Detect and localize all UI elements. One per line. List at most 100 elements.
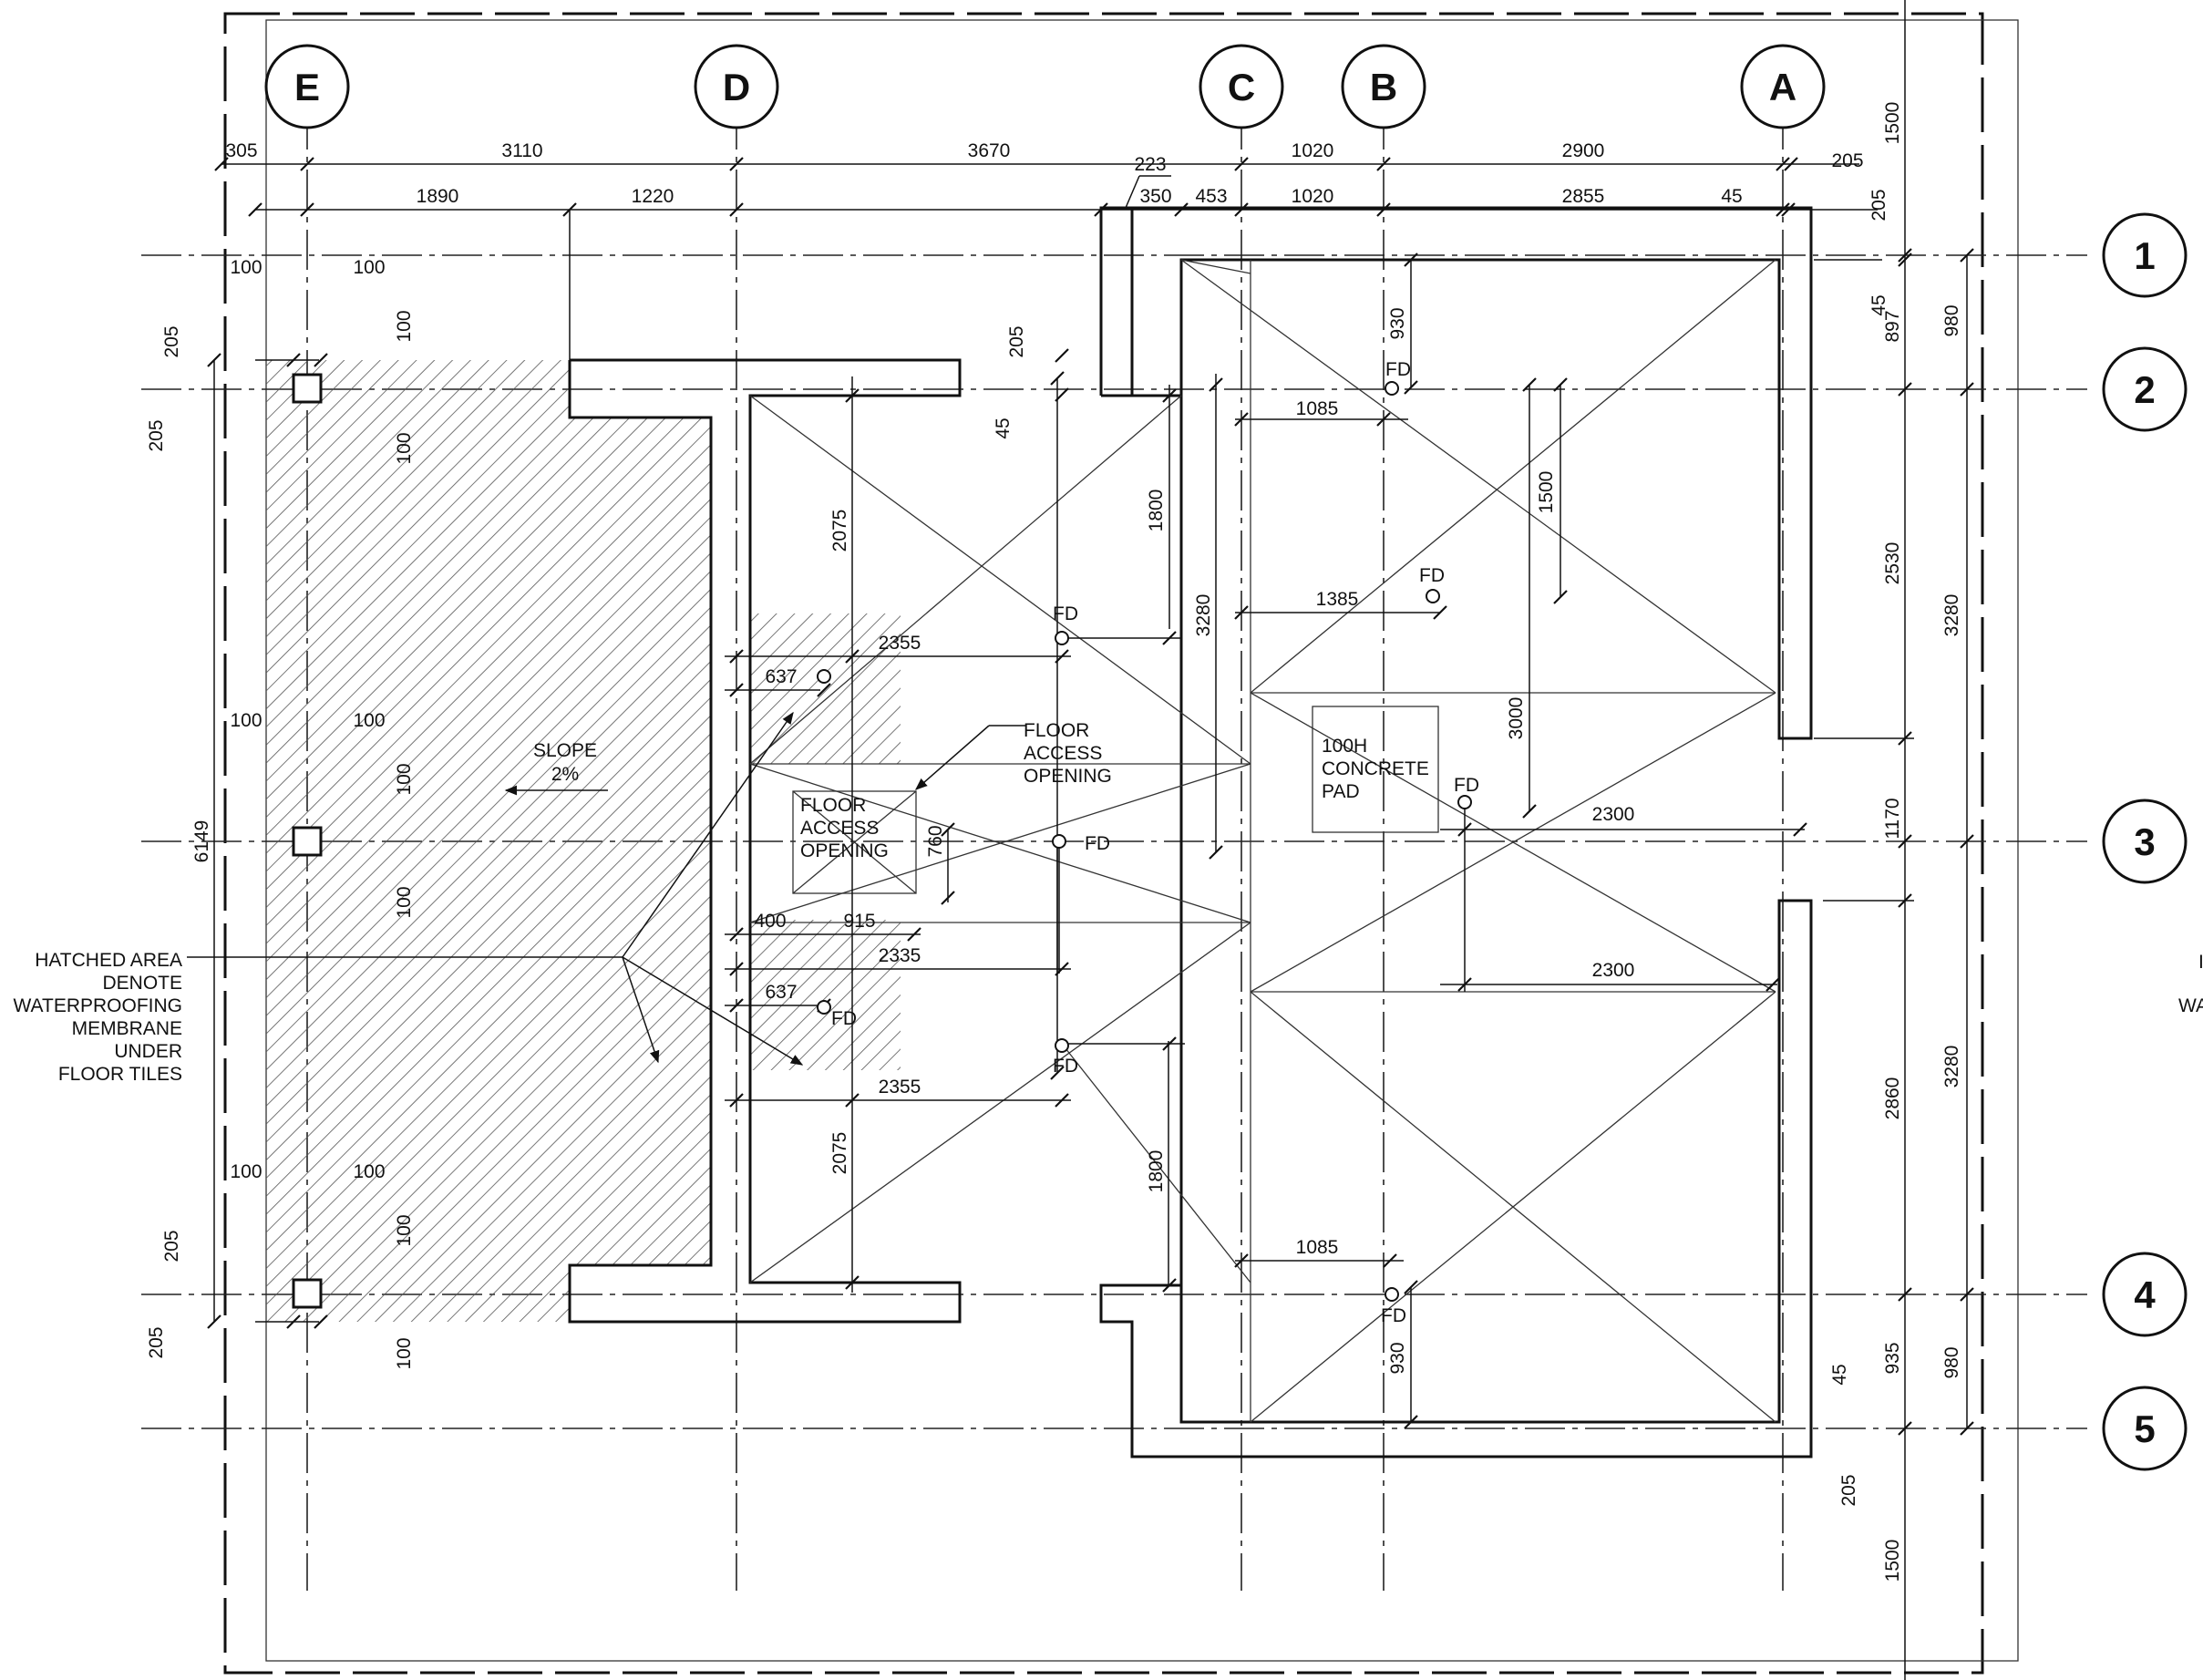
dimension-tick	[1376, 157, 1391, 171]
dimension-tick	[1234, 202, 1249, 217]
fd-label: FD	[1454, 775, 1479, 796]
dim-text: 1020	[1292, 186, 1334, 207]
dimension-tick	[1234, 1253, 1249, 1268]
dimension-tick	[1433, 605, 1447, 620]
dimension-tick	[1784, 157, 1798, 171]
dim-text: 3670	[968, 140, 1011, 161]
fd-label: FD	[1053, 1056, 1078, 1077]
hatch-note: DENOTE	[102, 973, 182, 994]
dimension-tick	[1898, 253, 1912, 267]
dimension-tick	[1055, 1093, 1069, 1108]
hatch-note: HATCHED AREA	[35, 950, 182, 971]
slope-label: SLOPE	[533, 740, 597, 761]
dimension-tick	[1174, 202, 1189, 217]
dim-text: 1385	[1316, 589, 1359, 610]
dimension-tick	[207, 353, 221, 367]
dim-text: 45	[1829, 1364, 1850, 1385]
top-dimensions: 305 3110 3670 1020 2900 223 205 1890 122…	[225, 140, 1889, 222]
dim-text: 205	[146, 419, 167, 451]
dim-text: 897	[1882, 310, 1903, 342]
hatch-note: MEMBRANE	[72, 1018, 182, 1039]
dim-text: 2355	[879, 1077, 921, 1098]
dimension-tick	[1404, 380, 1418, 395]
dim-text: 205	[161, 1230, 182, 1262]
dim-text: 100	[394, 310, 415, 342]
floor-drains: FD FD FD FD FD FD FD FD	[817, 359, 1479, 1326]
hatch-note: WATERPROOFING	[14, 995, 183, 1016]
grid-bubble-2: 2	[2134, 368, 2155, 411]
dimension-tick	[1898, 248, 1912, 263]
dimension-tick	[1898, 382, 1912, 397]
dimension-tick	[729, 1093, 744, 1108]
dimension-tick	[845, 649, 860, 664]
dimension-tick	[1162, 1036, 1177, 1051]
dimension-tick	[1050, 1066, 1065, 1080]
dim-text: 45	[993, 417, 1014, 438]
concrete-pad-label: CONCRETE	[1322, 758, 1429, 779]
dim-text: 3280	[1193, 594, 1214, 637]
dim-text: 3000	[1506, 697, 1527, 740]
floor-access-label-2: FLOOR	[800, 795, 866, 816]
dim-text: 637	[765, 982, 797, 1003]
dimension-tick	[562, 202, 577, 217]
dim-text: 915	[843, 911, 875, 932]
cut-off-text: I	[2198, 952, 2203, 973]
dim-text: 2900	[1562, 140, 1605, 161]
dimension-tick	[1055, 348, 1069, 363]
dimension-tick	[817, 683, 831, 697]
dimension-tick	[286, 353, 301, 367]
floor-access-label-1: ACCESS	[1024, 743, 1102, 764]
interior-dimensions: 930 1085 1500 1385 3000 2300 2300 1085 9…	[754, 307, 1634, 1374]
dimension-tick	[1898, 834, 1912, 849]
dim-text: 45	[1721, 186, 1742, 207]
dimension-tick	[1553, 377, 1568, 392]
grid-bubble-b: B	[1370, 66, 1397, 108]
hatch-note: FLOOR TILES	[58, 1064, 182, 1085]
dim-text: 1500	[1882, 1540, 1903, 1582]
dimension-tick	[300, 202, 314, 217]
dim-text: 1800	[1146, 1150, 1167, 1193]
fd-label: FD	[1085, 833, 1110, 854]
dim-text: 100	[394, 1214, 415, 1246]
dim-text: 1085	[1296, 1237, 1339, 1258]
dim-text: 205	[1838, 1474, 1859, 1506]
dimension-tick	[1960, 1287, 1974, 1302]
dim-text: 100	[394, 1337, 415, 1369]
dim-text: 3280	[1941, 594, 1962, 637]
right-dimensions: 1500 45 897 2530 1170 2860 935 45 1500 9…	[1829, 102, 1962, 1582]
dim-text: 205	[1868, 189, 1889, 221]
dimension-tick	[300, 157, 314, 171]
dimension-tick	[729, 962, 744, 976]
dim-text: 1220	[632, 186, 674, 207]
dim-text: 2075	[829, 1132, 850, 1175]
dim-text: 935	[1882, 1342, 1903, 1374]
dimension-tick	[1209, 377, 1223, 392]
dimension-tick	[845, 1093, 860, 1108]
dimension-tick	[207, 1314, 221, 1329]
grid-bubble-5: 5	[2134, 1407, 2155, 1450]
dimension-tick	[1898, 1287, 1912, 1302]
fd-label: FD	[831, 1008, 857, 1029]
dimension-tick	[1162, 1278, 1177, 1293]
left-dimensions: 205 205 6149 205 205 100 100 100 100 100…	[146, 257, 415, 1370]
dimension-tick	[1404, 1415, 1418, 1429]
grid-bubble-c: C	[1228, 66, 1255, 108]
dim-text: 100	[353, 257, 385, 278]
dimension-tick	[1383, 1253, 1397, 1268]
dim-text: 980	[1941, 1346, 1962, 1378]
dimension-tick	[1050, 371, 1065, 386]
dimension-tick	[1457, 822, 1472, 837]
dimension-tick	[1209, 845, 1223, 860]
dim-text: 3110	[501, 140, 542, 161]
dimension-tick	[248, 202, 263, 217]
annotations: SLOPE 2% FLOOR ACCESS OPENING FLOOR ACCE…	[14, 720, 2203, 1085]
dimension-tick	[314, 353, 328, 367]
grid-bubble-e: E	[294, 66, 320, 108]
dimension-tick	[1960, 248, 1974, 263]
dimension-tick	[1960, 382, 1974, 397]
dimension-tick	[1522, 377, 1537, 392]
floor-access-label-2: OPENING	[800, 840, 889, 861]
hatch-note: UNDER	[114, 1041, 182, 1062]
dim-text: 2860	[1882, 1077, 1903, 1120]
dim-text: 100	[230, 710, 262, 731]
